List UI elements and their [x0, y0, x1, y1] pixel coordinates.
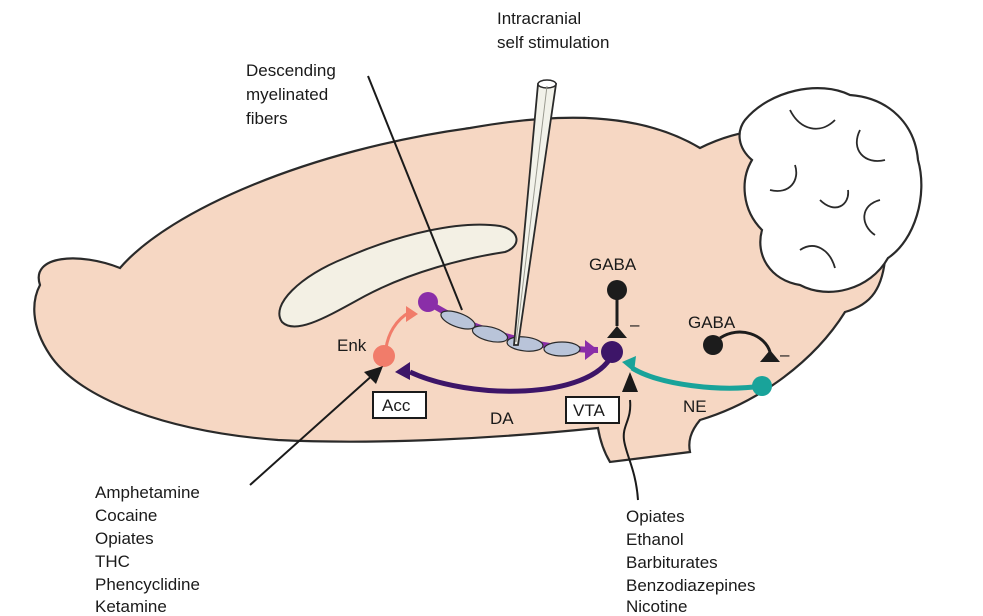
drug-list-vta: Opiates Ethanol Barbiturates Benzodiazep… [626, 507, 755, 616]
gaba-ne-label: GABA [688, 313, 736, 332]
acc-label: Acc [382, 396, 411, 415]
descending-label-line1: Descending [246, 61, 336, 80]
vta-label: VTA [573, 401, 605, 420]
brain-section [34, 88, 921, 462]
descending-label-line3: fibers [246, 109, 288, 128]
drug-vta-4: Benzodiazepines [626, 576, 755, 595]
drug-vta-5: Nicotine [626, 597, 687, 616]
descending-label-line2: myelinated [246, 85, 328, 104]
gaba-vta-label: GABA [589, 255, 637, 274]
icss-label-line1: Intracranial [497, 9, 581, 28]
drug-acc-6: Ketamine [95, 597, 167, 616]
drug-acc-4: THC [95, 552, 130, 571]
da-label: DA [490, 409, 514, 428]
drug-list-acc: Amphetamine Cocaine Opiates THC Phencycl… [95, 483, 200, 616]
drug-vta-3: Barbiturates [626, 553, 718, 572]
minus-vta-label: – [630, 315, 640, 334]
ne-cell-body [752, 376, 772, 396]
ne-label: NE [683, 397, 707, 416]
cerebellum [740, 88, 922, 292]
icss-label-line2: self stimulation [497, 33, 609, 52]
drug-vta-1: Opiates [626, 507, 685, 526]
minus-ne-label: – [780, 345, 790, 364]
drug-acc-1: Amphetamine [95, 483, 200, 502]
drug-vta-2: Ethanol [626, 530, 684, 549]
vta-da-neuron [601, 341, 623, 363]
myelin-sheath-4 [544, 342, 580, 356]
myelinated-cell-body [418, 292, 438, 312]
enk-label: Enk [337, 336, 367, 355]
drug-acc-3: Opiates [95, 529, 154, 548]
drug-acc-5: Phencyclidine [95, 575, 200, 594]
drug-acc-2: Cocaine [95, 506, 157, 525]
